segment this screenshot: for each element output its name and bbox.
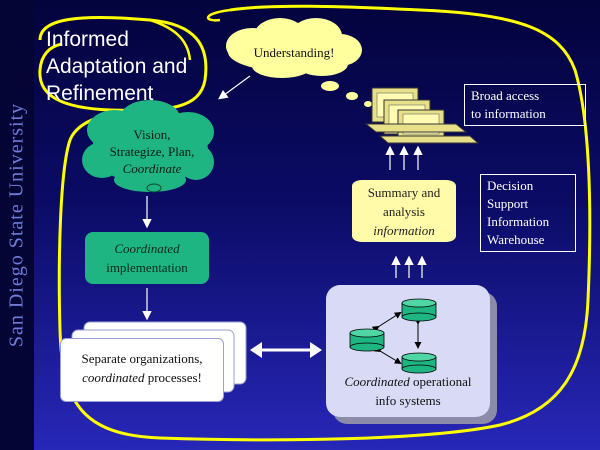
summary-line-1: Summary and: [367, 184, 441, 200]
implementation-line-1: Coordinated: [114, 241, 180, 256]
decision-support-label: Decision Support Information Warehouse: [480, 174, 576, 252]
database-network: [349, 298, 437, 374]
title-line-2: Adaptation and: [46, 55, 188, 78]
vision-cloud-text: Vision, Strategize, Plan, Coordinate: [92, 126, 212, 177]
computers-icon: [364, 87, 480, 144]
sidebar: San Diego State University: [0, 0, 34, 450]
thought-bubble-3: [364, 101, 372, 107]
vision-cloud: [82, 100, 214, 192]
operational-line-1: Coordinated operational: [320, 372, 496, 391]
slide-title: Informed Adaptation and Refinement: [46, 26, 187, 107]
summary-line-2: analysis: [383, 203, 425, 219]
thought-bubble-1: [321, 81, 339, 91]
vision-line-1: Vision,: [133, 127, 171, 142]
dss-line-3: Information: [487, 214, 550, 229]
vision-line-3: Coordinate: [122, 161, 182, 176]
summary-line-3: information: [373, 222, 435, 238]
database-icon-bottom: [401, 352, 437, 374]
dss-line-1: Decision: [487, 178, 534, 193]
organizations-line-2-rest: processes!: [144, 370, 202, 385]
broad-access-line-2: to information: [471, 106, 546, 121]
broad-access-line-1: Broad access: [471, 88, 540, 103]
dss-line-2: Support: [487, 196, 529, 211]
dss-line-4: Warehouse: [487, 232, 545, 247]
title-line-1: Informed: [46, 28, 129, 51]
summary-to-computers-arrows: [385, 145, 423, 170]
understanding-cloud: [226, 18, 362, 78]
database-icon-left: [349, 328, 385, 352]
broad-access-label: Broad access to information: [464, 84, 586, 126]
summary-analysis-box: Summary and analysis information: [352, 180, 456, 242]
thought-bubble-2: [346, 92, 358, 100]
organizations-line-2: coordinated processes!: [60, 368, 224, 387]
diagram-highlight-scribble: [57, 4, 592, 442]
ops-to-summary-arrows: [391, 255, 427, 278]
operational-line-2: info systems: [375, 393, 441, 408]
operational-line-1-italic: Coordinated: [344, 374, 410, 389]
vision-line-2: Strategize, Plan,: [109, 144, 195, 159]
coordinated-implementation-box: Coordinated implementation: [85, 232, 209, 284]
title-highlight-scribble: [38, 16, 208, 112]
understanding-arrow: [218, 75, 251, 100]
organizations-line-1: Separate organizations,: [81, 351, 203, 366]
organizations-line-2-italic: coordinated: [82, 370, 145, 385]
operational-systems-text: Coordinated operational info systems: [320, 372, 496, 410]
understanding-label: Understanding!: [253, 45, 335, 60]
operational-line-1-rest: operational: [409, 374, 472, 389]
organizations-text: Separate organizations, coordinated proc…: [60, 342, 224, 394]
title-line-3: Refinement: [46, 82, 154, 105]
implementation-line-2: implementation: [106, 260, 188, 275]
database-icon-top: [401, 298, 437, 322]
organizations-page-front: [60, 338, 224, 402]
